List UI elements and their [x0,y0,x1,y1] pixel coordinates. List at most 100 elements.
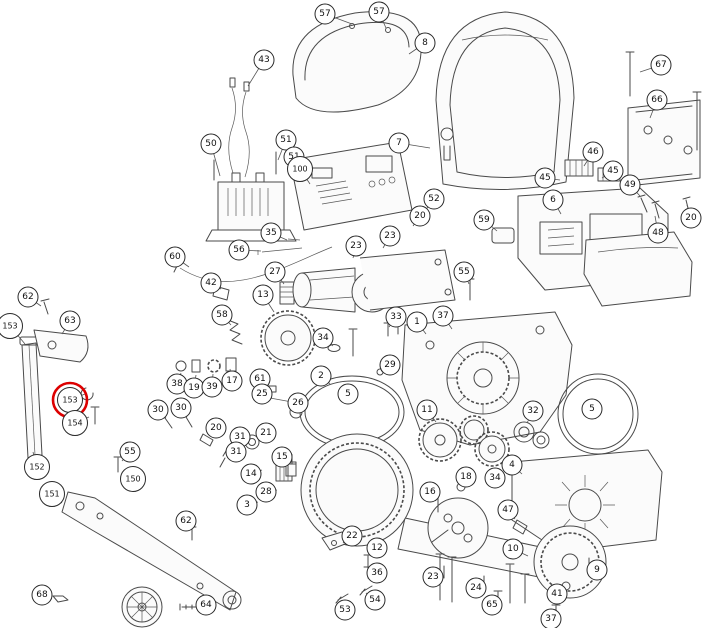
callout-balloon-55 [453,261,475,283]
callout-balloon-49 [619,174,641,196]
callout-balloon-20 [205,417,227,439]
transformer-part [205,151,297,242]
worm-gear-part [227,281,295,345]
callout-label: 36 [371,568,383,578]
callout-balloon-151 [39,481,65,507]
callout-label: 68 [36,590,48,600]
callout-label: 34 [317,333,329,343]
callout-label: 59 [478,215,490,225]
drive-gear-part [260,310,316,366]
callout-balloon-16 [419,481,441,503]
callout-balloon-68 [31,584,53,606]
capacitor-part [491,227,515,244]
callout-balloon-64 [195,594,217,616]
callout-label: 51 [280,135,291,145]
callout-balloon-57 [314,3,336,25]
cam-wheel-part [427,497,489,559]
bearing-part [513,421,550,449]
spring-part [227,319,243,345]
callout-label: 5 [589,404,595,414]
callout-balloon-45 [534,167,556,189]
callout-balloon-57 [368,1,390,23]
callout-label: 55 [458,267,469,277]
callout-label: 21 [260,428,271,438]
callout-balloon-54 [364,589,386,611]
callout-label: 37 [545,614,556,624]
callout-label: 48 [652,228,664,238]
callout-balloon-13 [252,284,274,306]
callout-balloon-32 [522,400,544,422]
callout-label: 32 [527,406,538,416]
clip-screw-part [90,406,100,425]
callout-balloon-37 [540,608,562,628]
callout-label: 23 [350,241,361,251]
callout-label: 57 [373,7,384,17]
callout-balloon-24 [465,577,487,599]
callout-balloon-15 [271,446,293,468]
callout-label: 65 [486,600,497,610]
callout-label: 41 [551,589,562,599]
callout-balloon-63 [59,310,81,332]
callout-label: 100 [292,165,307,174]
callout-balloon-43 [253,49,275,71]
callout-balloon-52 [423,188,445,210]
bushing-part [287,463,297,477]
callout-label: 51 [288,152,299,162]
callout-balloon-5 [337,383,359,405]
callout-balloon-4 [501,454,523,476]
motor-assembly-part [292,249,475,357]
callout-balloon-42 [200,272,222,294]
callout-balloon-65 [481,594,503,616]
callout-label: 47 [502,505,513,515]
hex-screw-part [179,603,201,611]
callout-label: 30 [152,405,164,415]
callout-label: 152 [29,463,44,472]
callout-label: 3 [244,500,250,510]
callout-label: 20 [414,211,426,221]
callout-balloon-23 [379,225,401,247]
callout-label: 43 [258,55,269,65]
callout-balloon-11 [416,399,438,421]
callout-label: 151 [44,490,59,499]
callout-balloon-30 [170,397,192,419]
callout-balloon-12 [366,537,388,559]
callout-label: 16 [424,487,436,497]
callout-balloon-56 [228,239,250,261]
callout-label: 34 [489,473,501,483]
callout-label: 4 [509,460,515,470]
callout-label: 55 [124,447,135,457]
callout-label: 9 [594,565,600,575]
callout-label: 45 [539,173,550,183]
callout-label: 52 [428,194,439,204]
callout-label: 63 [64,316,75,326]
callout-balloon-150 [120,466,146,492]
callout-label: 5 [345,389,351,399]
callout-balloon-34 [484,467,506,489]
nut-part [52,595,69,603]
callout-label: 45 [607,166,618,176]
callout-balloon-29 [379,354,401,376]
callout-label: 8 [422,38,428,48]
callout-balloon-17 [221,370,243,392]
callout-label: 56 [233,245,245,255]
bracket-screw-icon [625,51,702,151]
callout-balloon-10 [502,538,524,560]
callout-label: 13 [257,290,268,300]
callout-balloon-25 [251,383,273,405]
callout-label: 18 [460,472,472,482]
callout-label: 14 [245,469,257,479]
callout-balloon-34 [312,327,334,349]
callout-label: 150 [125,475,140,484]
callout-balloon-21 [255,422,277,444]
callout-balloon-20 [409,205,431,227]
callout-balloon-18 [455,466,477,488]
callout-balloon-58 [211,304,233,326]
callout-label: 62 [180,516,191,526]
callout-balloon-55 [119,441,141,463]
callout-label: 153 [2,322,17,331]
callout-label: 2 [318,371,324,381]
callout-balloon-23 [345,235,367,257]
callout-label: 67 [655,60,666,70]
callout-label: 35 [265,228,276,238]
